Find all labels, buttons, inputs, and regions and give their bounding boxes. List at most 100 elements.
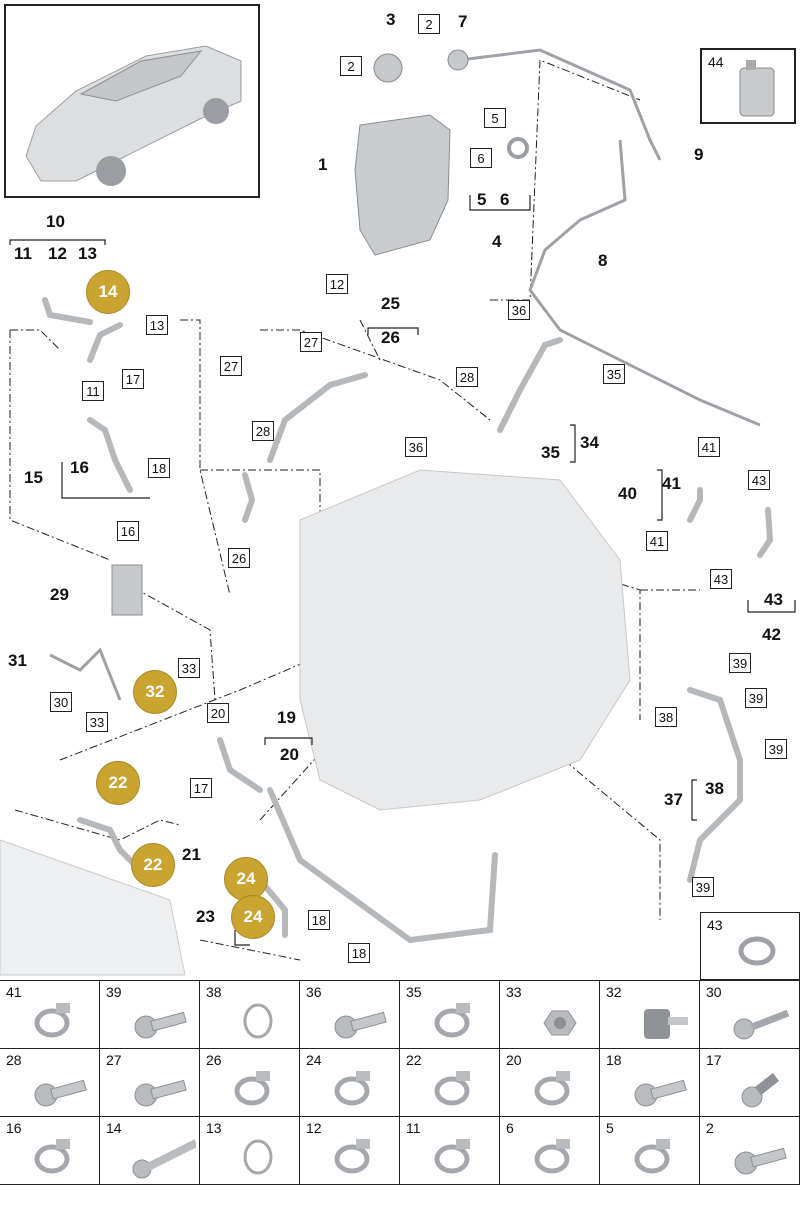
callout-41[interactable]: 41 bbox=[698, 437, 720, 457]
part-cell-30[interactable]: 30 bbox=[700, 981, 800, 1049]
callout-35[interactable]: 35 bbox=[603, 364, 625, 384]
callout-7[interactable]: 7 bbox=[458, 12, 468, 31]
callout-42[interactable]: 42 bbox=[762, 625, 781, 644]
oil-canister-panel: 44 bbox=[700, 48, 796, 124]
callout-1[interactable]: 1 bbox=[318, 155, 328, 174]
part-cell-24[interactable]: 24 bbox=[300, 1049, 400, 1117]
callout-21[interactable]: 21 bbox=[182, 845, 201, 864]
callout-29[interactable]: 29 bbox=[50, 585, 69, 604]
callout-2[interactable]: 2 bbox=[340, 56, 362, 76]
callout-43[interactable]: 43 bbox=[710, 569, 732, 589]
callout-20[interactable]: 20 bbox=[207, 703, 229, 723]
callout-15[interactable]: 15 bbox=[24, 468, 43, 487]
callout-34[interactable]: 34 bbox=[580, 433, 599, 452]
part-cell-13[interactable]: 13 bbox=[200, 1117, 300, 1185]
part-cell-28[interactable]: 28 bbox=[0, 1049, 100, 1117]
callout-11[interactable]: 11 bbox=[82, 381, 104, 401]
callout-2[interactable]: 2 bbox=[418, 14, 440, 34]
hose-clamp-icon bbox=[434, 1003, 470, 1038]
part-cell-32[interactable]: 32 bbox=[600, 981, 700, 1049]
highlight-circle-22[interactable]: 22 bbox=[96, 761, 140, 805]
callout-39[interactable]: 39 bbox=[692, 877, 714, 897]
callout-18[interactable]: 18 bbox=[148, 458, 170, 478]
callout-17[interactable]: 17 bbox=[190, 778, 212, 798]
callout-5[interactable]: 5 bbox=[484, 108, 506, 128]
callout-9[interactable]: 9 bbox=[694, 145, 704, 164]
part-cell-33[interactable]: 33 bbox=[500, 981, 600, 1049]
highlight-circle-24[interactable]: 24 bbox=[224, 857, 268, 901]
callout-27[interactable]: 27 bbox=[300, 332, 322, 352]
screw-icon bbox=[733, 1009, 790, 1040]
callout-28[interactable]: 28 bbox=[456, 367, 478, 387]
callout-23[interactable]: 23 bbox=[196, 907, 215, 926]
part-cell-36[interactable]: 36 bbox=[300, 981, 400, 1049]
callout-37[interactable]: 37 bbox=[664, 790, 683, 809]
callout-36[interactable]: 36 bbox=[405, 437, 427, 457]
callout-43[interactable]: 43 bbox=[748, 470, 770, 490]
callout-41[interactable]: 41 bbox=[646, 531, 668, 551]
part-cell-18[interactable]: 18 bbox=[600, 1049, 700, 1117]
callout-30[interactable]: 30 bbox=[50, 692, 72, 712]
car-icon bbox=[25, 45, 242, 186]
callout-12[interactable]: 12 bbox=[326, 274, 348, 294]
callout-11-group: 11 bbox=[14, 244, 32, 263]
callout-16-group: 16 bbox=[70, 458, 89, 477]
part-cell-41[interactable]: 41 bbox=[0, 981, 100, 1049]
callout-39[interactable]: 39 bbox=[729, 653, 751, 673]
callout-25[interactable]: 25 bbox=[381, 294, 400, 313]
part-cell-38[interactable]: 38 bbox=[200, 981, 300, 1049]
bolt-icon bbox=[134, 1011, 187, 1039]
callout-19[interactable]: 19 bbox=[277, 708, 296, 727]
callout-10[interactable]: 10 bbox=[46, 212, 65, 231]
callout-4[interactable]: 4 bbox=[492, 232, 502, 251]
hose-clamp-icon bbox=[434, 1139, 470, 1174]
part-cell-22[interactable]: 22 bbox=[400, 1049, 500, 1117]
part-cell-2[interactable]: 2 bbox=[700, 1117, 800, 1185]
callout-39[interactable]: 39 bbox=[745, 688, 767, 708]
part-cell-39[interactable]: 39 bbox=[100, 981, 200, 1049]
highlight-circle-32[interactable]: 32 bbox=[133, 670, 177, 714]
callout-3[interactable]: 3 bbox=[386, 10, 396, 29]
bolt-icon bbox=[134, 1079, 187, 1107]
callout-5-group: 5 bbox=[477, 190, 487, 209]
callout-26[interactable]: 26 bbox=[228, 548, 250, 568]
part-cell-5[interactable]: 5 bbox=[600, 1117, 700, 1185]
part-cell-12[interactable]: 12 bbox=[300, 1117, 400, 1185]
callout-39[interactable]: 39 bbox=[765, 739, 787, 759]
callout-31[interactable]: 31 bbox=[8, 651, 27, 670]
highlight-circle-22[interactable]: 22 bbox=[131, 843, 175, 887]
callout-13[interactable]: 13 bbox=[146, 315, 168, 335]
part-cell-27[interactable]: 27 bbox=[100, 1049, 200, 1117]
callout-18[interactable]: 18 bbox=[348, 943, 370, 963]
callout-40[interactable]: 40 bbox=[618, 484, 637, 503]
highlight-circle-14[interactable]: 14 bbox=[86, 270, 130, 314]
part-cell-20[interactable]: 20 bbox=[500, 1049, 600, 1117]
part-cell-17[interactable]: 17 bbox=[700, 1049, 800, 1117]
callout-16[interactable]: 16 bbox=[117, 521, 139, 541]
part-number: 26 bbox=[206, 1052, 222, 1068]
callout-8[interactable]: 8 bbox=[598, 251, 608, 270]
nut-icon bbox=[543, 1010, 577, 1036]
part-cell-11[interactable]: 11 bbox=[400, 1117, 500, 1185]
callout-17[interactable]: 17 bbox=[122, 369, 144, 389]
part-number: 14 bbox=[106, 1120, 122, 1136]
callout-28[interactable]: 28 bbox=[252, 421, 274, 441]
hose-clamp-icon bbox=[634, 1139, 670, 1174]
part-number: 32 bbox=[606, 984, 622, 1000]
callout-20-group: 20 bbox=[280, 745, 299, 764]
callout-18[interactable]: 18 bbox=[308, 910, 330, 930]
part-cell-26[interactable]: 26 bbox=[200, 1049, 300, 1117]
part-cell-35[interactable]: 35 bbox=[400, 981, 500, 1049]
callout-33[interactable]: 33 bbox=[86, 712, 108, 732]
callout-36[interactable]: 36 bbox=[508, 300, 530, 320]
bolt-icon bbox=[634, 1079, 687, 1107]
callout-38[interactable]: 38 bbox=[655, 707, 677, 727]
part-cell-16[interactable]: 16 bbox=[0, 1117, 100, 1185]
highlight-circle-24[interactable]: 24 bbox=[231, 895, 275, 939]
callout-33[interactable]: 33 bbox=[178, 658, 200, 678]
part-cell-14[interactable]: 14 bbox=[100, 1117, 200, 1185]
callout-27[interactable]: 27 bbox=[220, 356, 242, 376]
callout-6[interactable]: 6 bbox=[470, 148, 492, 168]
coolant-system-diagram bbox=[0, 48, 796, 976]
part-cell-6[interactable]: 6 bbox=[500, 1117, 600, 1185]
